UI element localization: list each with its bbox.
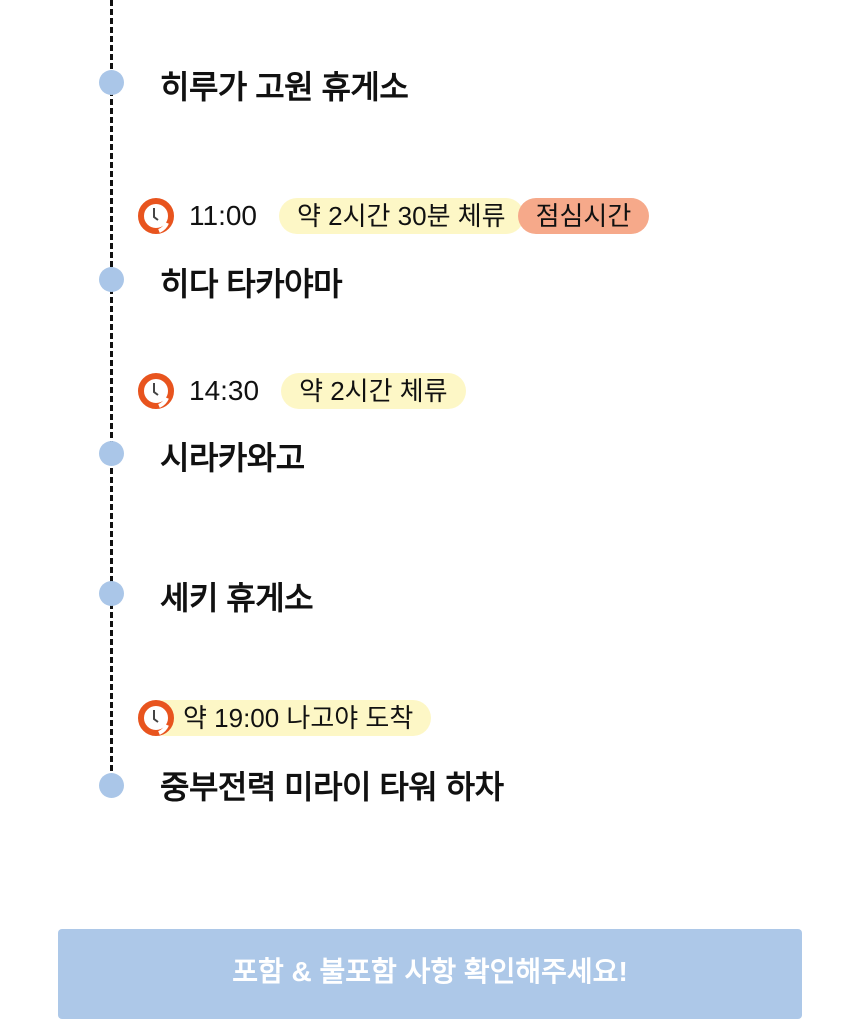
timeline-dot (99, 70, 124, 95)
time-label: 11:00 (189, 200, 257, 231)
stop-title: 시라카와고 (160, 440, 305, 476)
clock-icon (137, 372, 175, 410)
stay-badge: 약 2시간 체류 (281, 373, 466, 409)
check-inclusions-button[interactable]: 포함 & 불포함 사항 확인해주세요! (58, 929, 802, 1019)
timeline-line (110, 0, 113, 780)
timeline-dot (99, 581, 124, 606)
clock-icon (137, 197, 175, 235)
time-row: 14:30 약 2시간 체류 (137, 371, 466, 411)
timeline-dot (99, 441, 124, 466)
lunch-badge: 점심시간 (517, 198, 650, 234)
time-label: 14:30 (189, 375, 260, 406)
stop-title: 세키 휴게소 (160, 580, 314, 616)
timeline-dot (99, 773, 124, 798)
stop-title: 중부전력 미라이 타워 하차 (160, 769, 504, 805)
arrival-row: 약 19:00 나고야 도착 (137, 698, 432, 738)
stay-badge: 약 2시간 30분 체류 (279, 198, 524, 234)
time-row: 11:00 약 2시간 30분 체류 점심시간 (137, 196, 650, 236)
stop-title: 히루가 고원 휴게소 (160, 69, 409, 105)
arrival-badge: 약 19:00 나고야 도착 (147, 700, 432, 736)
timeline-dot (99, 267, 124, 292)
stop-title: 히다 타카야마 (160, 266, 343, 302)
clock-icon (137, 699, 175, 737)
